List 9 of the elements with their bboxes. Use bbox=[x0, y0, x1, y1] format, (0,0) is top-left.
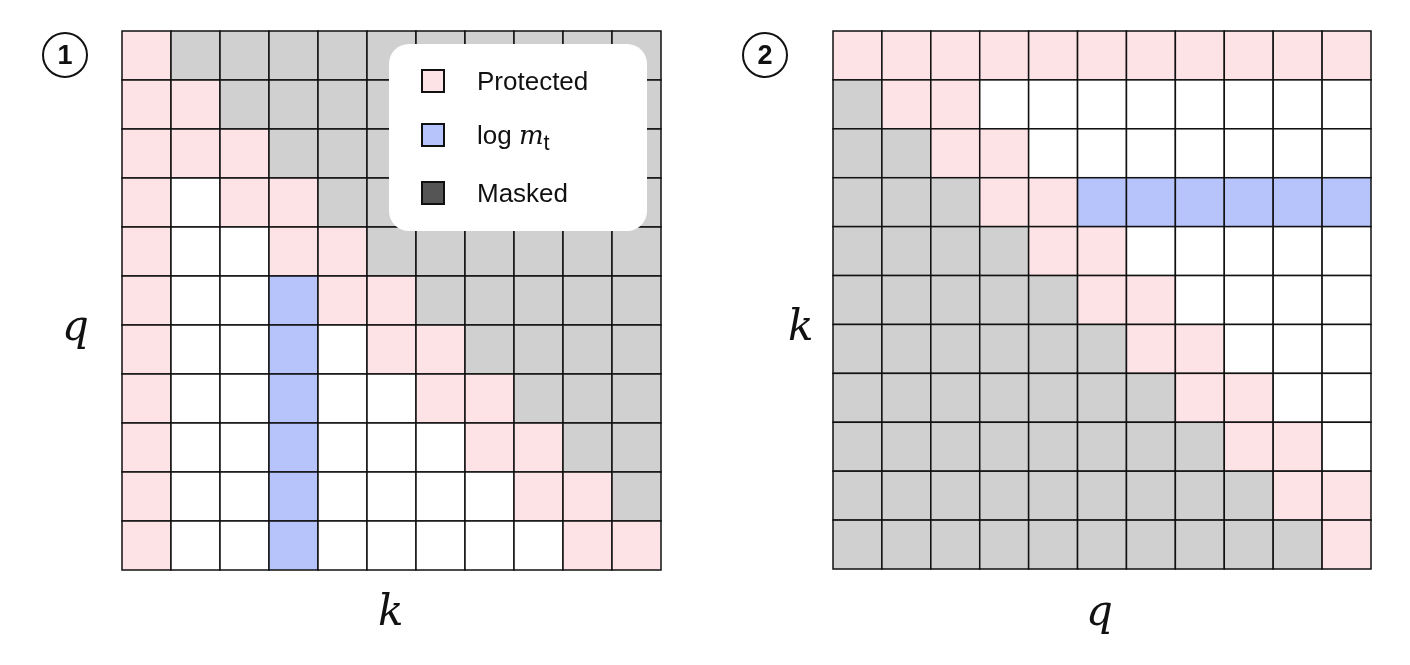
axis-label: k bbox=[788, 305, 814, 347]
legend-label: log m$_{t}$ bbox=[477, 122, 550, 154]
step-number: 2 bbox=[742, 32, 788, 78]
step-number: 1 bbox=[42, 32, 88, 78]
axis-label: q bbox=[1086, 590, 1113, 632]
axis-label: q bbox=[62, 305, 89, 347]
axis-label: k bbox=[378, 590, 404, 632]
legend-label: Protected bbox=[477, 68, 589, 94]
legend-label: Masked bbox=[477, 180, 569, 206]
